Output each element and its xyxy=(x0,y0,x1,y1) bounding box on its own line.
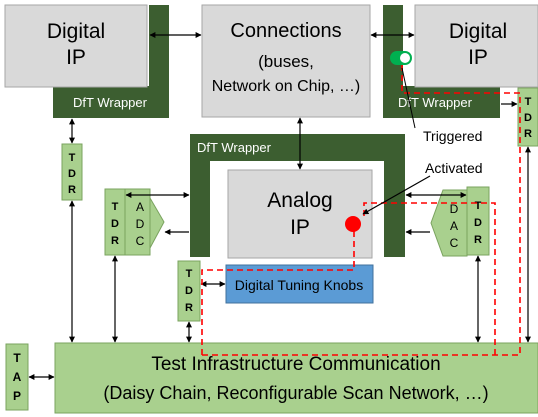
tdr-right-r: R xyxy=(524,128,532,140)
dac-block xyxy=(430,189,468,257)
dft-wrapper-center-label: DfT Wrapper xyxy=(197,140,272,155)
triggered-pointer xyxy=(401,67,416,129)
dft-wrapper-left xyxy=(53,5,169,118)
tuning-knobs-label: Digital Tuning Knobs xyxy=(235,277,363,293)
activated-label: Activated xyxy=(425,160,483,176)
tdr-tuning-d: D xyxy=(185,285,193,297)
tuning-knobs-block xyxy=(225,264,374,304)
dashed-path-tuning xyxy=(202,58,521,356)
tdr-dac-r: R xyxy=(474,234,482,246)
analog-ip-block xyxy=(227,169,373,259)
tdr-adc: T D R xyxy=(104,188,126,256)
tdr-left-box xyxy=(61,143,83,201)
connections-line2: (buses, xyxy=(258,52,314,71)
adc-block xyxy=(124,188,151,256)
tdr-adc-d: D xyxy=(111,218,119,230)
triggered-label: Triggered xyxy=(423,128,482,144)
adc-c: C xyxy=(136,234,145,248)
analog-ip-line1: Analog xyxy=(267,189,332,212)
dft-wrapper-right xyxy=(383,5,500,118)
adc-arrow-shape xyxy=(149,196,165,249)
dft-wrapper-left-label: DfT Wrapper xyxy=(73,95,148,110)
tap-label: T A P xyxy=(13,351,22,403)
tap-letter-2: A xyxy=(13,370,22,384)
dashed-path-outer xyxy=(201,224,355,355)
tdr-right-t: T xyxy=(525,96,532,108)
tdr-adc-t: T xyxy=(112,201,119,213)
tap-block xyxy=(5,343,29,411)
tap-letter-1: T xyxy=(13,351,21,365)
dac-c: C xyxy=(450,236,459,250)
digital-ip-left-block xyxy=(4,4,148,88)
tap-letter-3: P xyxy=(13,389,21,403)
dac-d: D xyxy=(450,202,459,216)
tdr-left-t: T xyxy=(69,152,76,164)
tdr-tuning: T D R xyxy=(177,260,201,322)
tdr-dac-d: D xyxy=(474,217,482,229)
tdr-adc-r: R xyxy=(111,235,119,247)
tdr-left: T D R xyxy=(61,143,83,201)
tdr-tuning-box xyxy=(177,260,201,322)
connections-line3: Network on Chip, …) xyxy=(212,78,361,95)
tdr-dac: T D R xyxy=(466,186,490,256)
digital-ip-right-block xyxy=(414,4,538,88)
test-infrastructure-line1: Test Infrastructure Communication xyxy=(151,354,440,375)
connectors xyxy=(28,32,531,380)
dft-wrapper-right-label: DfT Wrapper xyxy=(398,95,473,110)
tdr-tuning-r: R xyxy=(185,302,193,314)
activated-dot-icon xyxy=(345,216,361,232)
activated-pointer xyxy=(362,175,431,215)
test-infrastructure-line2: (Daisy Chain, Reconfigurable Scan Networ… xyxy=(103,383,488,403)
tdr-right-box xyxy=(517,87,538,147)
sensor-triggered-dot xyxy=(400,53,410,63)
connections-block xyxy=(201,4,371,118)
tdr-right-d: D xyxy=(524,112,532,124)
connections-line1: Connections xyxy=(230,20,341,42)
digital-ip-left-line2: IP xyxy=(66,46,86,69)
tdr-right: T D R xyxy=(517,87,538,147)
digital-ip-right-line2: IP xyxy=(468,46,488,69)
dac-a: A xyxy=(450,219,458,233)
tdr-left-d: D xyxy=(68,168,76,180)
digital-ip-left-line1: Digital xyxy=(47,20,105,43)
tdr-tuning-t: T xyxy=(186,268,193,280)
analog-ip-line2: IP xyxy=(290,216,310,239)
tdr-left-r: R xyxy=(68,184,76,196)
adc-d: D xyxy=(136,217,145,231)
tdr-dac-t: T xyxy=(475,200,482,212)
adc-a: A xyxy=(136,200,144,214)
digital-ip-right-line1: Digital xyxy=(449,20,507,43)
